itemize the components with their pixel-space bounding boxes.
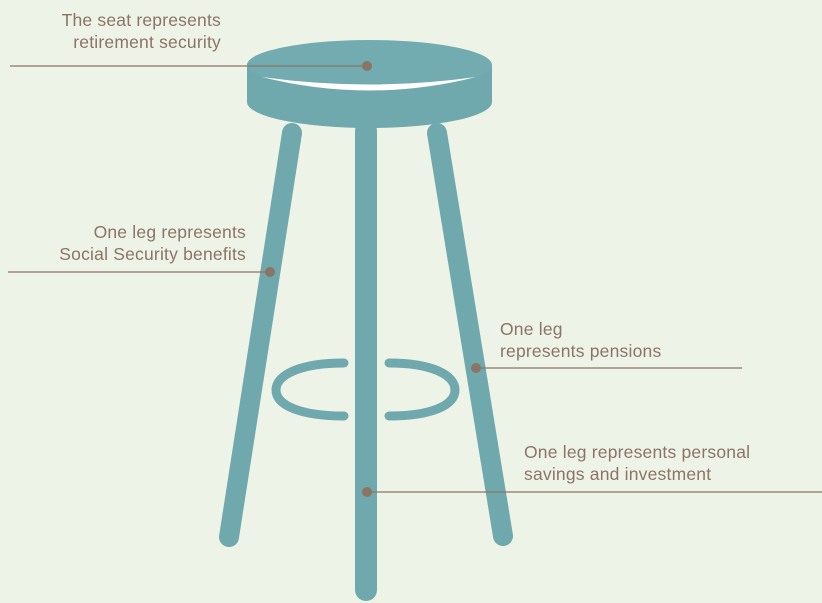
pensions-label-line2: represents pensions <box>500 341 662 361</box>
social-security-label: One leg represents Social Security benef… <box>59 221 246 265</box>
pensions-dot <box>471 363 481 373</box>
right-leg <box>427 123 513 546</box>
pensions-label-line1: One leg <box>500 319 563 339</box>
seat-label: The seat represents retirement security <box>62 9 221 53</box>
seat-highlight <box>262 77 476 91</box>
pensions-label: One leg represents pensions <box>500 318 661 362</box>
seat <box>247 40 492 128</box>
footrest-right-arc <box>384 358 460 421</box>
callout-pensions <box>471 363 742 373</box>
callout-savings <box>362 487 822 497</box>
savings-dot <box>362 487 372 497</box>
left-leg <box>219 123 302 547</box>
social-security-label-line2: Social Security benefits <box>59 244 246 264</box>
social-security-label-line1: One leg represents <box>93 222 246 242</box>
social-security-dot <box>265 267 275 277</box>
footrest-left-arc <box>271 358 349 421</box>
seat-label-line1: The seat represents <box>61 10 221 30</box>
savings-label: One leg represents personal savings and … <box>524 441 750 485</box>
seat-label-line2: retirement security <box>73 32 221 52</box>
savings-label-line2: savings and investment <box>524 464 712 484</box>
savings-label-line1: One leg represents personal <box>524 442 751 462</box>
seat-dot <box>362 61 372 71</box>
callout-seat <box>10 61 372 71</box>
callout-social-security <box>8 267 275 277</box>
